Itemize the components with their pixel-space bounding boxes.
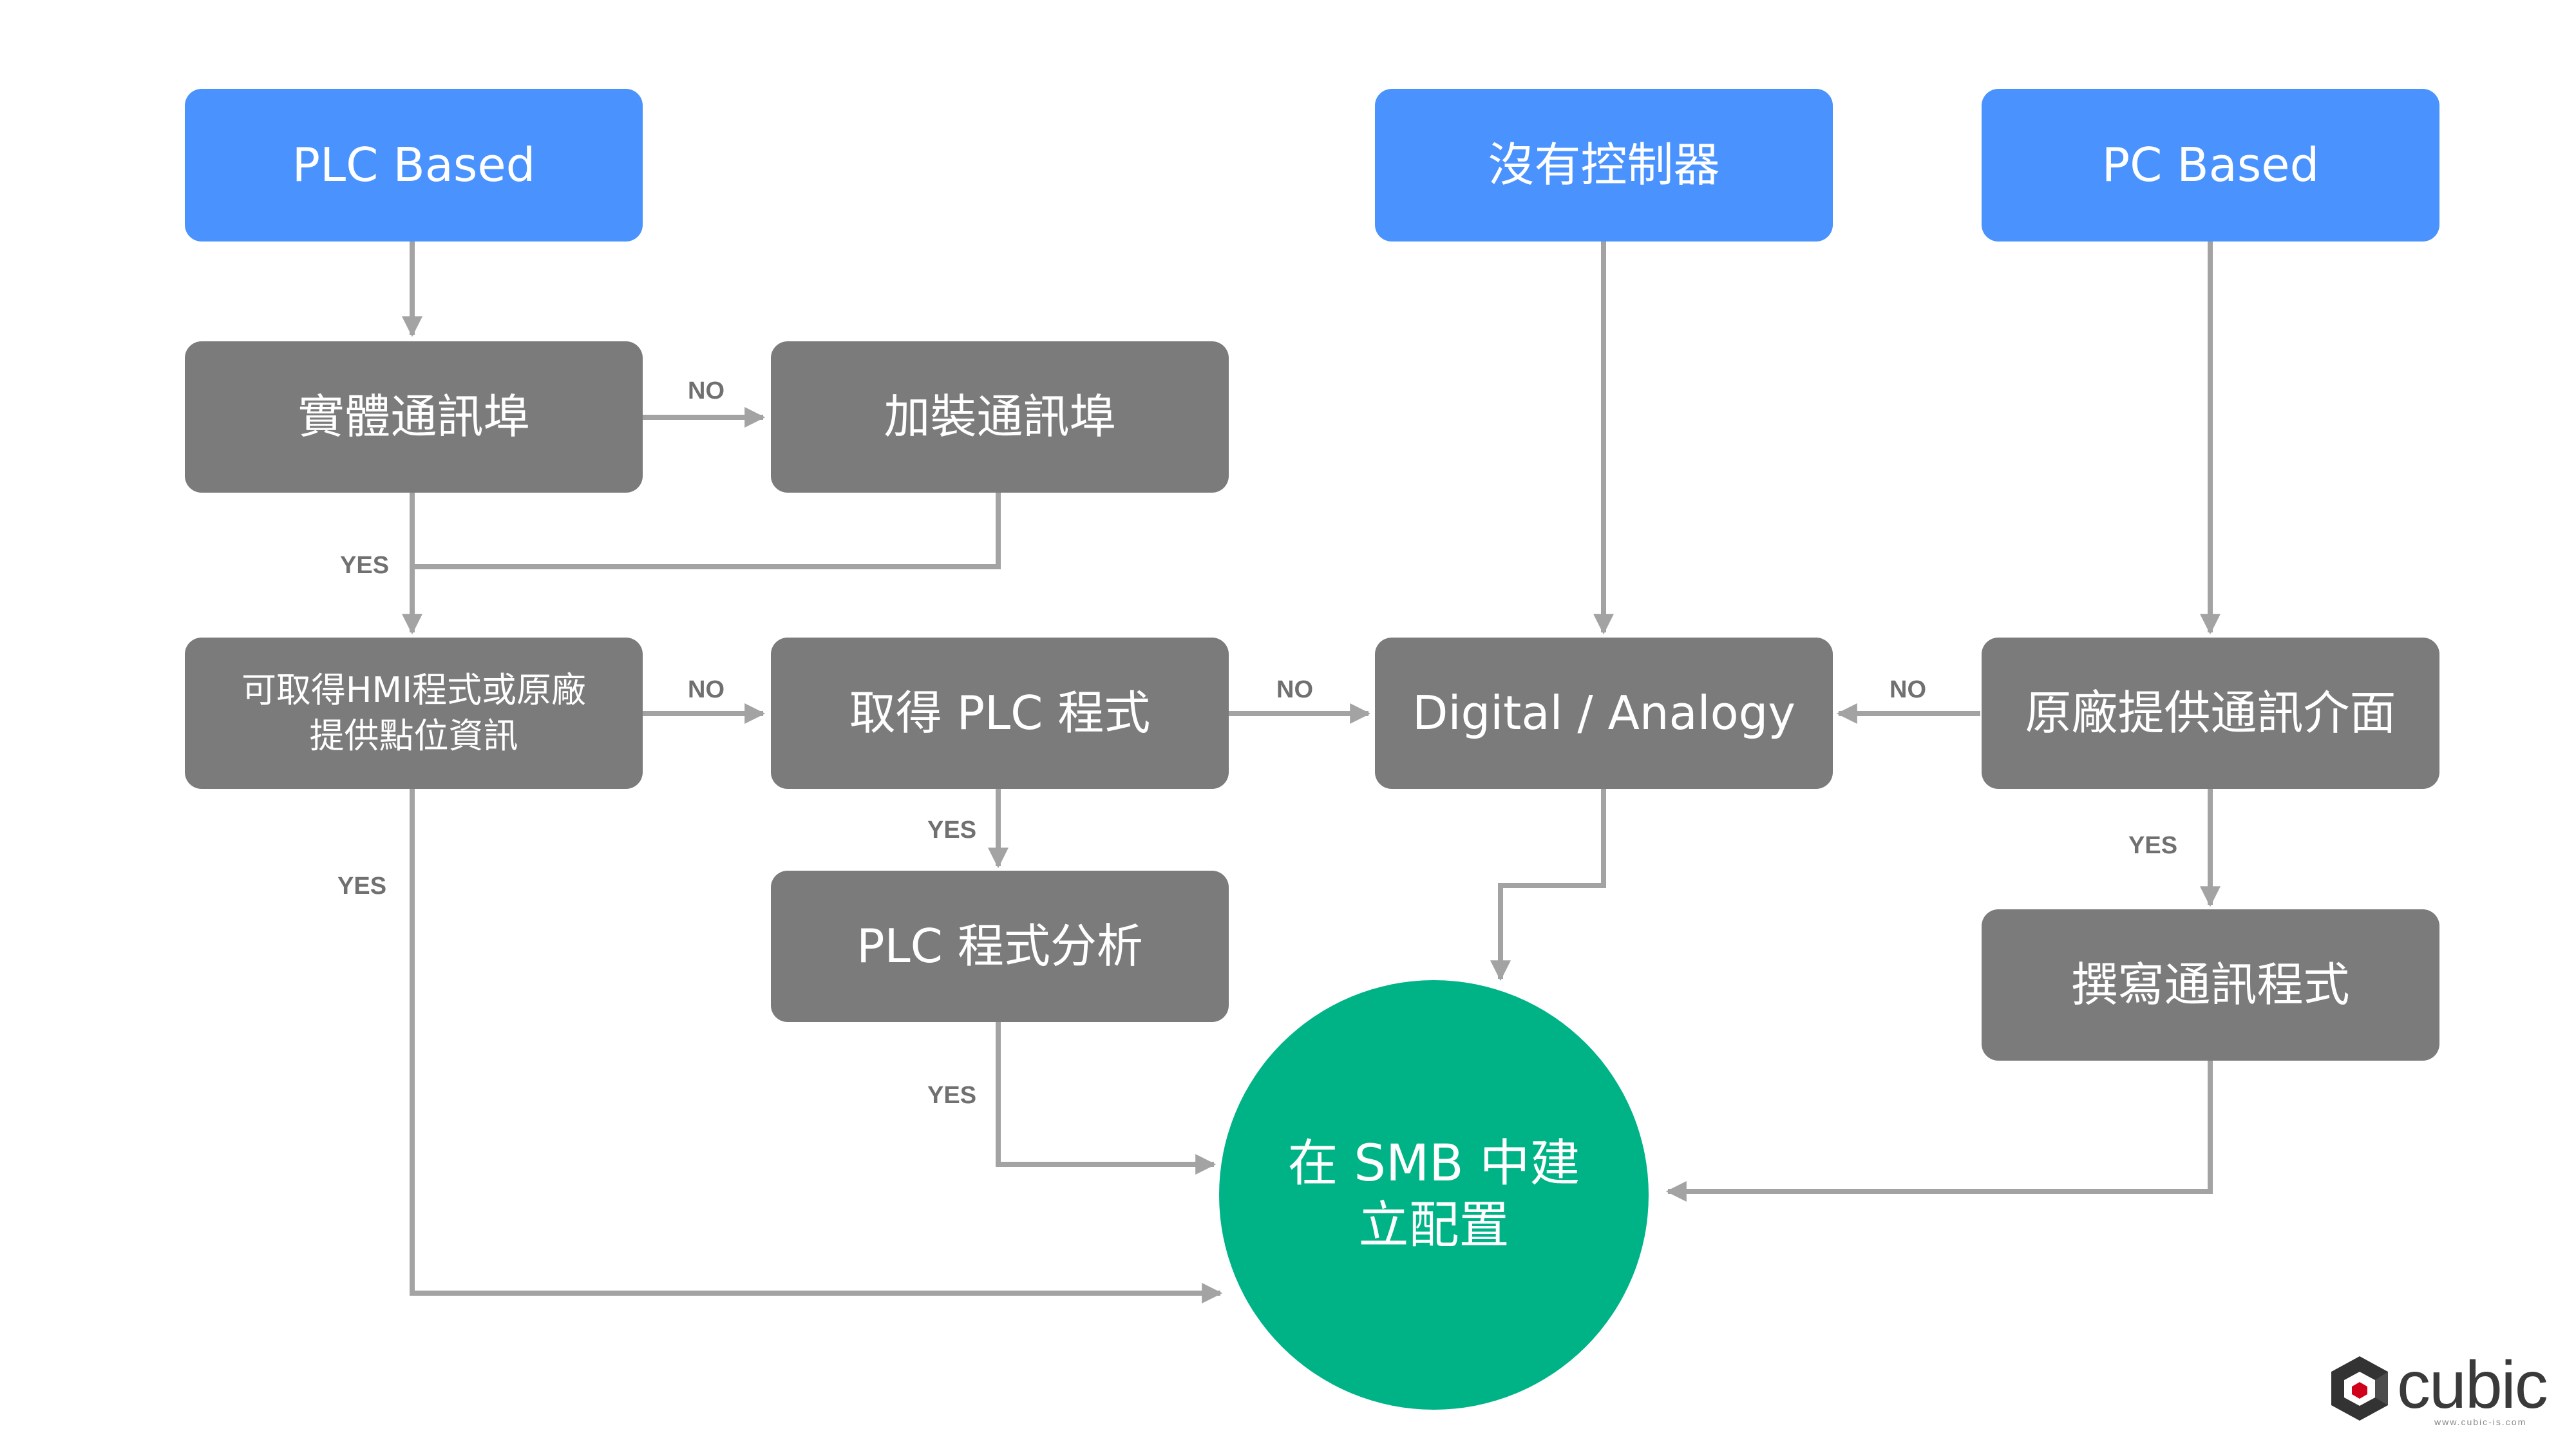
node-add-port: 加裝通訊埠 bbox=[771, 341, 1229, 493]
connector-write-to-smb bbox=[1665, 1059, 2213, 1202]
node-write-program: 撰寫通訊程式 bbox=[1982, 909, 2439, 1061]
connector-add-back bbox=[412, 493, 1001, 569]
connector-analysis-to-smb bbox=[996, 1022, 1217, 1175]
node-physical-port-label: 實體通訊埠 bbox=[298, 390, 530, 444]
node-pc-based-label: PC Based bbox=[2101, 138, 2320, 193]
edge-label-no-plc-program: NO bbox=[1276, 676, 1313, 703]
node-no-controller: 沒有控制器 bbox=[1375, 89, 1833, 242]
node-plc-based: PLC Based bbox=[185, 89, 643, 242]
node-no-controller-label: 沒有控制器 bbox=[1488, 138, 1720, 193]
node-add-port-label: 加裝通訊埠 bbox=[884, 390, 1116, 444]
node-plc-analysis: PLC 程式分析 bbox=[771, 871, 1229, 1022]
edge-label-no-hmi: NO bbox=[688, 676, 724, 703]
node-hmi-info-label: 可取得HMI程式或原廠 提供點位資訊 bbox=[241, 670, 587, 756]
node-smb-config-label: 在 SMB 中建 立配置 bbox=[1287, 1135, 1580, 1255]
node-vendor-interface: 原廠提供通訊介面 bbox=[1982, 638, 2439, 789]
cubic-logo: cubic www.cubic-is.com bbox=[2325, 1348, 2563, 1436]
node-plc-analysis-label: PLC 程式分析 bbox=[857, 919, 1143, 974]
logo-name: cubic bbox=[2397, 1348, 2548, 1423]
connector-hmi-to-smb bbox=[410, 789, 1223, 1303]
connector-digital-to-smb bbox=[1490, 789, 1606, 981]
node-pc-based: PC Based bbox=[1982, 89, 2439, 242]
edge-label-no-port: NO bbox=[688, 377, 724, 404]
node-get-plc-program: 取得 PLC 程式 bbox=[771, 638, 1229, 789]
node-physical-port: 實體通訊埠 bbox=[185, 341, 643, 493]
node-digital-analog-label: Digital / Analogy bbox=[1412, 686, 1795, 741]
edge-label-yes-vendor: YES bbox=[2128, 832, 2178, 859]
node-hmi-info: 可取得HMI程式或原廠 提供點位資訊 bbox=[185, 638, 643, 789]
edge-label-yes-hmi: YES bbox=[337, 873, 387, 900]
edge-label-no-vendor: NO bbox=[1889, 676, 1926, 703]
node-get-plc-program-label: 取得 PLC 程式 bbox=[849, 686, 1151, 741]
node-digital-analog: Digital / Analogy bbox=[1375, 638, 1833, 789]
edge-label-yes-port: YES bbox=[340, 552, 390, 579]
node-plc-based-label: PLC Based bbox=[292, 138, 536, 193]
cube-logo-icon bbox=[2331, 1356, 2388, 1421]
edge-label-yes-analysis: YES bbox=[927, 1082, 977, 1109]
logo-url: www.cubic-is.com bbox=[2434, 1417, 2527, 1427]
node-write-program-label: 撰寫通訊程式 bbox=[2071, 958, 2350, 1012]
edge-label-yes-plc-program: YES bbox=[927, 817, 977, 844]
node-vendor-interface-label: 原廠提供通訊介面 bbox=[2025, 686, 2396, 741]
node-smb-config: 在 SMB 中建 立配置 bbox=[1219, 980, 1649, 1410]
